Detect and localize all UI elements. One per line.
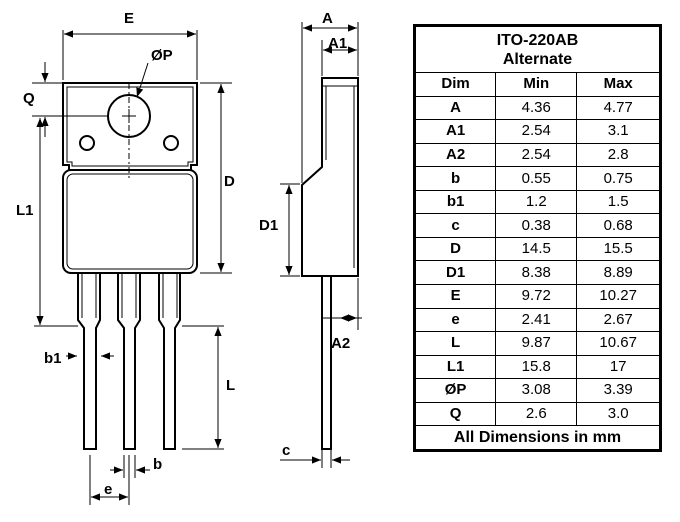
dim-label-A2: A2 [331, 335, 350, 352]
cell-min: 0.55 [495, 166, 578, 191]
cell-dim: L [413, 331, 497, 356]
header-dim: Dim [413, 72, 497, 97]
cell-min: 9.87 [495, 331, 578, 356]
side-body [301, 77, 359, 277]
cell-max: 2.67 [576, 307, 661, 333]
cell-max: 3.0 [576, 401, 661, 427]
dim-label-P: ØP [151, 47, 173, 64]
cell-max: 3.39 [576, 378, 661, 403]
cell-dim: ØP [413, 378, 497, 403]
cell-min: 15.8 [495, 354, 578, 380]
cell-dim: L1 [413, 354, 497, 380]
cell-min: 4.36 [495, 95, 578, 121]
lead-center [117, 273, 141, 450]
table-title-line2: Alternate [502, 50, 573, 68]
table-header-row: Dim Min Max [413, 72, 661, 97]
cell-max: 4.77 [576, 95, 661, 121]
cell-max: 15.5 [576, 236, 661, 262]
front-view: E ØP Q L1 D L b1 e [16, 10, 235, 505]
cell-max: 2.8 [576, 142, 661, 168]
cell-dim: D1 [413, 260, 497, 286]
side-lead [321, 276, 332, 450]
lead-right [158, 273, 181, 450]
cell-max: 8.89 [576, 260, 661, 286]
cell-dim: A2 [413, 142, 497, 168]
dim-label-D: D [224, 173, 235, 190]
cell-max: 0.68 [576, 213, 661, 238]
table-footer: All Dimensions in mm [414, 425, 661, 451]
cell-dim: A1 [413, 119, 497, 144]
cell-min: 9.72 [495, 284, 578, 309]
cell-min: 14.5 [495, 236, 578, 262]
package-body [62, 169, 198, 274]
cell-max: 1.5 [576, 189, 661, 215]
small-hole-left [79, 135, 95, 151]
header-max: Max [576, 72, 661, 97]
table-title: ITO-220AB Alternate [414, 24, 661, 74]
dim-label-E: E [124, 10, 134, 27]
cell-max: 10.27 [576, 284, 661, 309]
small-hole-right [163, 135, 179, 151]
cell-dim: A [413, 95, 497, 121]
cell-dim: D [413, 236, 497, 262]
dim-label-D1: D1 [259, 217, 278, 234]
cell-min: 2.6 [495, 401, 578, 427]
side-view: A A1 D1 A2 c [259, 10, 362, 468]
cell-dim: Q [413, 401, 497, 427]
cell-max: 17 [576, 354, 661, 380]
dim-label-Q: Q [23, 90, 35, 107]
cell-max: 10.67 [576, 331, 661, 356]
dim-label-b1: b1 [44, 350, 62, 367]
table-title-row: ITO-220AB Alternate [414, 24, 661, 74]
cell-min: 2.41 [495, 307, 578, 333]
cell-dim: E [413, 284, 497, 309]
dim-label-b: b [153, 456, 162, 473]
cell-dim: c [413, 213, 497, 238]
cell-min: 1.2 [495, 189, 578, 215]
lead-left [77, 273, 101, 450]
table-title-line1: ITO-220AB [496, 31, 579, 49]
cell-max: 3.1 [576, 119, 661, 144]
package-tab [62, 82, 198, 171]
header-min: Min [495, 72, 578, 97]
dim-label-e: e [104, 481, 112, 498]
cell-dim: b1 [413, 189, 497, 215]
cell-dim: b [413, 166, 497, 191]
dim-label-A: A [322, 10, 333, 27]
table-footer-row: All Dimensions in mm [414, 425, 661, 451]
cell-max: 0.75 [576, 166, 661, 191]
cell-min: 2.54 [495, 119, 578, 144]
cell-dim: e [413, 307, 497, 333]
cell-min: 8.38 [495, 260, 578, 286]
dim-label-L: L [226, 377, 235, 394]
cell-min: 3.08 [495, 378, 578, 403]
dim-label-L1: L1 [16, 202, 34, 219]
dim-label-A1: A1 [328, 35, 347, 52]
dim-label-c: c [282, 442, 290, 459]
cell-min: 0.38 [495, 213, 578, 238]
cell-min: 2.54 [495, 142, 578, 168]
